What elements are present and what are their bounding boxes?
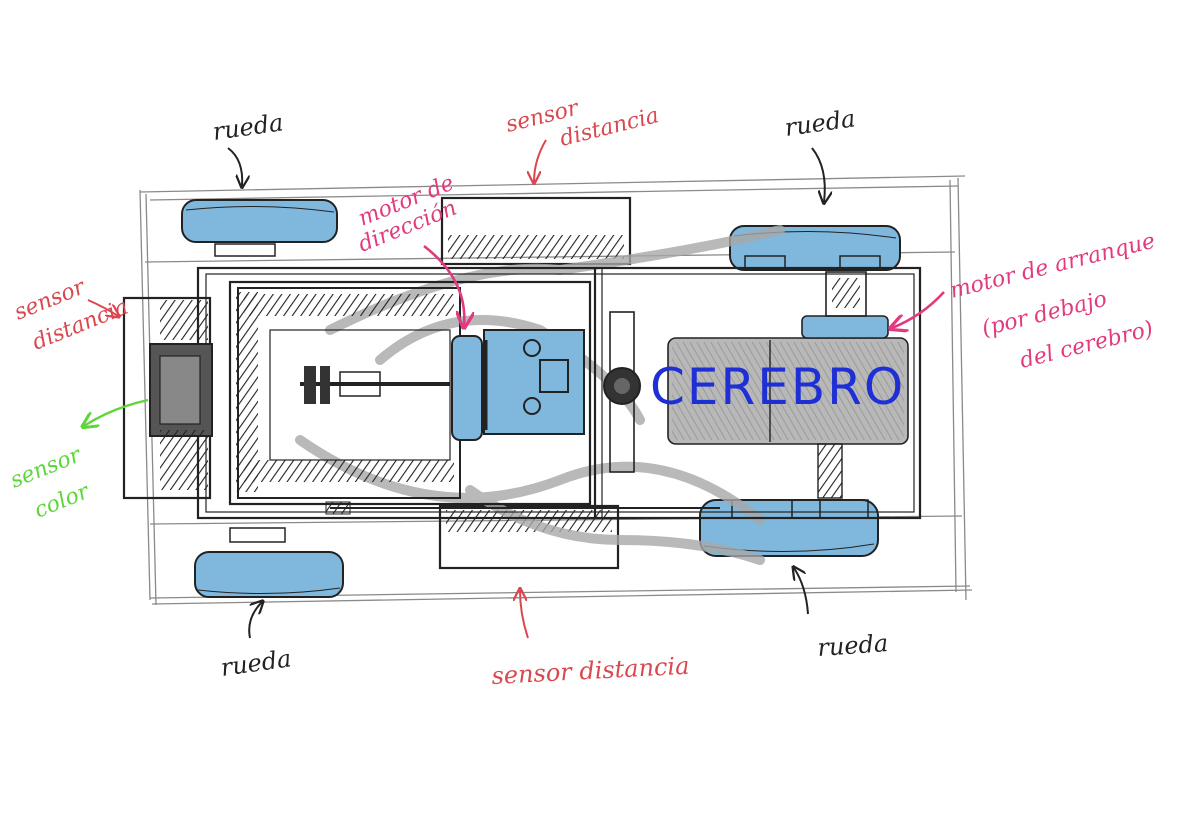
- label-drive-line1: motor de arranque: [947, 229, 1157, 304]
- label-wheel-top-right: rueda: [783, 104, 857, 142]
- brain-label: CEREBRO: [650, 358, 905, 416]
- steering-motor: [452, 330, 584, 440]
- label-wheel-top-left: rueda: [211, 108, 285, 146]
- arrow-drive-motor: [892, 292, 944, 328]
- arrow-color-sensor: [84, 400, 148, 426]
- label-wheel-bottom-left: rueda: [219, 644, 293, 682]
- center-pivot: [604, 312, 640, 472]
- front-bumper: [124, 298, 212, 498]
- arrow-wheel-top-left: [228, 148, 242, 186]
- label-wheel-bottom-right: rueda: [816, 629, 889, 662]
- label-sensor-bottom: sensor distancia: [491, 652, 690, 690]
- wheel-bottom-left: [195, 528, 343, 597]
- arrow-wheel-top-right: [812, 148, 825, 202]
- wheel-top-left: [182, 200, 337, 256]
- arrow-wheel-bottom-left: [249, 602, 262, 638]
- arrow-sensor-top: [534, 140, 546, 182]
- arrow-wheel-bottom-right: [794, 568, 808, 614]
- label-color-line2: color: [31, 479, 94, 524]
- distance-sensor-top: [442, 198, 630, 264]
